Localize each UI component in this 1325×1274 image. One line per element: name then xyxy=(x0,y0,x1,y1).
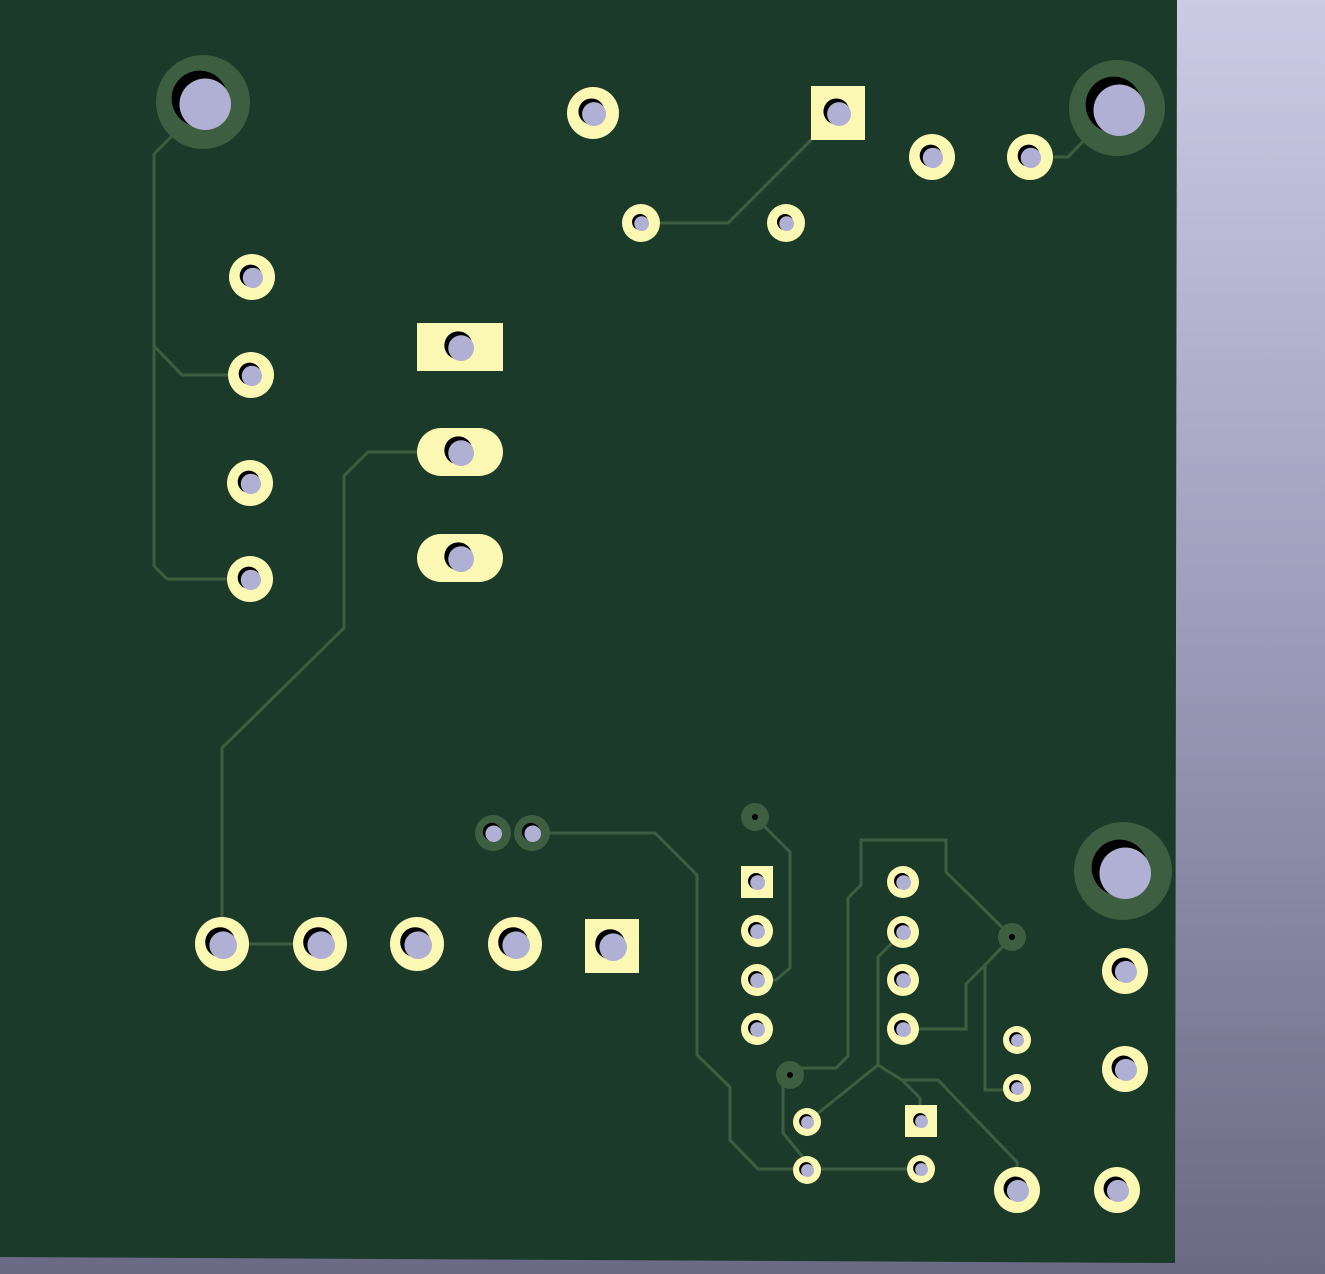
pad-round xyxy=(1003,1026,1031,1054)
trace xyxy=(903,963,987,1031)
pad-round xyxy=(227,460,273,506)
pad-round xyxy=(1007,134,1053,180)
pad-square xyxy=(741,866,773,898)
trace xyxy=(152,130,250,581)
trace xyxy=(983,935,1017,1092)
pad-round xyxy=(1102,948,1148,994)
trace xyxy=(641,111,840,225)
mounting-hole xyxy=(156,55,250,149)
pad-square xyxy=(811,86,865,140)
pad-round xyxy=(887,964,919,996)
via xyxy=(741,803,769,831)
via xyxy=(475,815,511,851)
trace xyxy=(532,831,921,1171)
pad-rect xyxy=(417,323,503,371)
pad-round xyxy=(622,204,660,242)
pad-round xyxy=(195,917,249,971)
pad-round xyxy=(767,204,805,242)
pad-round xyxy=(567,87,619,139)
pad-round xyxy=(793,1156,821,1184)
pad-round xyxy=(229,254,275,300)
pad-round xyxy=(887,916,919,948)
pad-oval xyxy=(417,534,503,582)
pad-round xyxy=(1094,1167,1140,1213)
pad-round xyxy=(907,1155,935,1183)
pad-round xyxy=(1003,1074,1031,1102)
pad-round xyxy=(741,1013,773,1045)
pad-round xyxy=(1102,1046,1148,1092)
pad-round xyxy=(909,134,955,180)
pad-round xyxy=(488,917,542,971)
pad-round xyxy=(293,917,347,971)
via xyxy=(776,1061,804,1089)
trace xyxy=(806,930,905,1124)
pads xyxy=(195,86,1148,1213)
board-substrate xyxy=(0,0,1177,1263)
mounting-holes xyxy=(156,55,1172,920)
via xyxy=(514,815,550,851)
pad-round xyxy=(793,1108,821,1136)
vias xyxy=(475,803,1026,1089)
pad-round xyxy=(741,915,773,947)
via xyxy=(998,923,1026,951)
pad-round xyxy=(227,556,273,602)
trace xyxy=(790,838,1014,1070)
mounting-hole xyxy=(1069,60,1165,156)
pad-square xyxy=(585,919,639,973)
pad-oval xyxy=(417,428,503,476)
pad-round xyxy=(228,352,274,398)
pad-square xyxy=(905,1105,937,1137)
pad-round xyxy=(887,1013,919,1045)
pad-round xyxy=(741,964,773,996)
pad-round xyxy=(994,1167,1040,1213)
pad-round xyxy=(887,866,919,898)
pad-round xyxy=(390,917,444,971)
mounting-hole xyxy=(1074,822,1172,920)
